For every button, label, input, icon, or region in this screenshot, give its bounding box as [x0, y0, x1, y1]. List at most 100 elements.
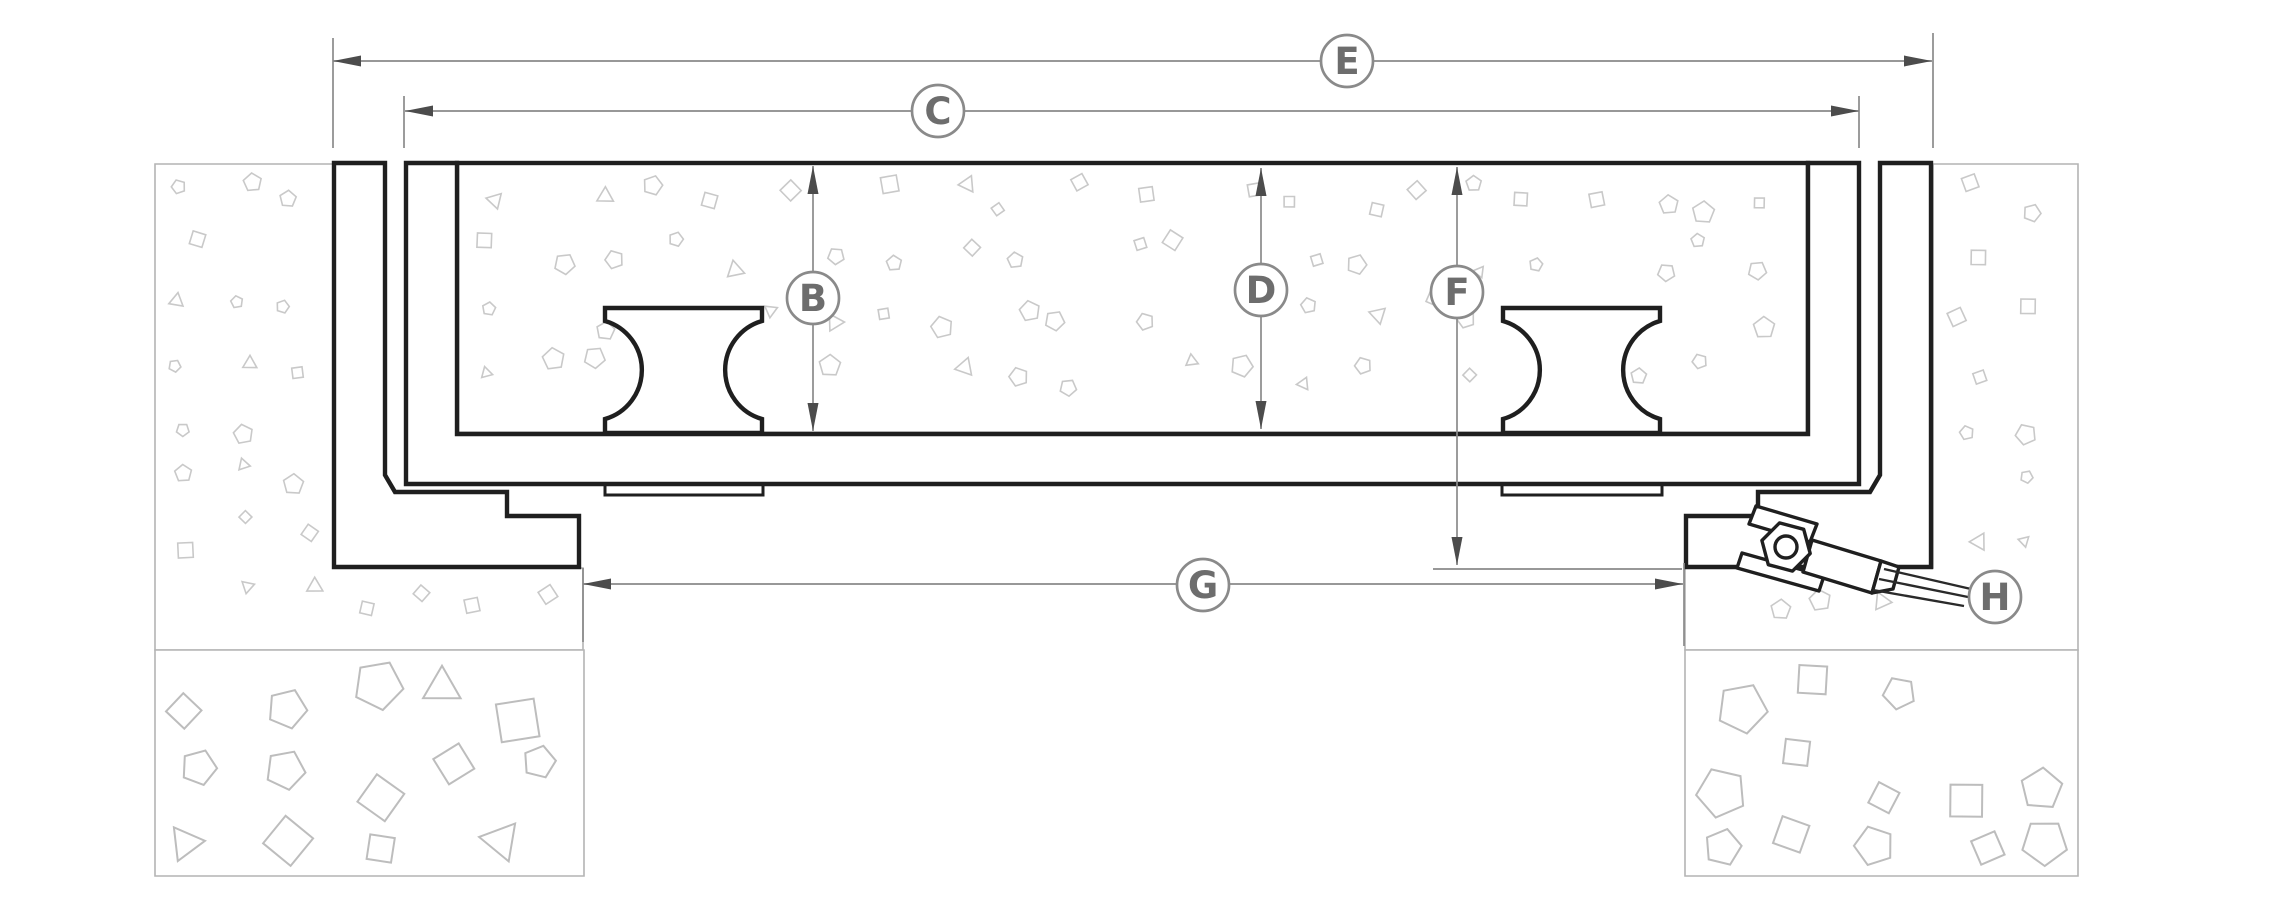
aggregate-particle: [962, 238, 982, 258]
arrowhead-up: [1451, 167, 1463, 195]
aggregate-particle: [242, 172, 263, 192]
dimension-b-circle: [785, 270, 841, 326]
aggregate-particle: [1771, 814, 1811, 854]
aggregate-particle: [1044, 311, 1066, 332]
aggregate-particle: [536, 583, 559, 606]
aggregate-particle: [170, 179, 186, 195]
aggregate-particle: [1367, 307, 1387, 326]
aggregate-particle: [431, 742, 476, 786]
aggregate-particle: [953, 355, 973, 377]
dimension-c: C: [403, 83, 1860, 148]
aggregate-particle: [299, 523, 320, 543]
aggregate-particle: [1018, 299, 1040, 322]
dimension-c-label: C: [924, 90, 951, 133]
aggregate-particle: [956, 174, 974, 194]
aggregate-particle: [1184, 352, 1200, 367]
stipple-subbase-right: [1694, 663, 2069, 868]
aggregate-particle: [1294, 375, 1309, 391]
aggregate-particle: [356, 772, 406, 823]
dimension-e-circle: [1319, 33, 1375, 89]
dimension-f-circle: [1429, 264, 1485, 320]
bolt-shank-tip: [1870, 559, 1901, 595]
dimension-b-label: B: [799, 277, 827, 320]
aggregate-particle: [1781, 737, 1812, 768]
aggregate-particle: [1958, 424, 1974, 441]
aggregate-particle: [290, 365, 305, 380]
aggregate-particle: [2016, 535, 2030, 549]
aggregate-particle: [1970, 249, 1987, 266]
aggregate-particle: [1353, 356, 1371, 375]
dimension-h-label: H: [1980, 576, 2011, 619]
aggregate-particle: [1347, 254, 1368, 276]
aggregate-particle: [1967, 531, 1985, 552]
aggregate-particle: [879, 174, 900, 195]
aggregate-particle: [828, 312, 847, 333]
aggregate-particle: [1747, 261, 1768, 281]
aggregate-particle: [1309, 252, 1324, 268]
aggregate-particle: [2021, 822, 2069, 868]
arrowhead-down: [1255, 401, 1267, 429]
dimension-g-label: G: [1188, 564, 1218, 607]
aggregate-particle: [1946, 306, 1968, 328]
aggregate-particle: [1465, 174, 1483, 191]
aggregate-particle: [358, 600, 376, 617]
aggregate-particle: [355, 661, 405, 712]
aggregate-particle: [1587, 190, 1606, 209]
aggregate-particle: [1770, 598, 1792, 619]
arrowhead-right: [1904, 55, 1932, 67]
aggregate-particle: [1705, 827, 1743, 866]
aggregate-particle: [1658, 193, 1679, 214]
aggregate-particle: [1513, 191, 1529, 207]
aggregate-particle: [2020, 766, 2064, 808]
aggregate-particle: [269, 689, 309, 730]
aggregate-particle: [603, 249, 623, 270]
aggregate-particle: [279, 189, 298, 207]
dimension-g: G: [582, 557, 1685, 646]
aggregate-particle: [1752, 315, 1776, 338]
aggregate-particle: [1796, 663, 1829, 696]
aggregate-particle: [554, 253, 576, 276]
aggregate-particle: [1007, 366, 1028, 387]
aggregate-particle: [763, 305, 779, 320]
aggregate-particle: [726, 258, 747, 278]
aggregate-particle: [1135, 312, 1154, 331]
dimension-b: B: [785, 166, 841, 431]
dimension-d-circle: [1233, 262, 1289, 318]
aggregate-particle: [1406, 179, 1428, 201]
aggregate-particle: [1231, 354, 1255, 378]
aggregate-particle: [188, 229, 207, 249]
dimension-e-label: E: [1334, 40, 1359, 83]
aggregate-particle: [1368, 201, 1385, 218]
aggregate-particle: [700, 191, 719, 210]
dimension-d: D: [1233, 168, 1289, 429]
aggregate-particle: [182, 749, 219, 787]
aggregate-particle: [412, 583, 431, 603]
arrowhead-up: [807, 166, 819, 194]
aggregate-particle: [232, 423, 253, 444]
stipple-subbase-left: [164, 661, 558, 868]
arrowhead-left: [333, 55, 361, 67]
aggregate-particle: [1971, 368, 1988, 386]
aggregate-particle: [826, 248, 845, 266]
aggregate-particle: [1132, 236, 1148, 252]
aggregate-particle: [1006, 251, 1024, 269]
aggregate-particle: [176, 541, 195, 559]
aggregate-particle: [2020, 470, 2034, 485]
leader-line: [1872, 588, 1965, 608]
aggregate-particle: [484, 192, 503, 211]
arrowhead-down: [1451, 537, 1463, 565]
arrowhead-down: [807, 403, 819, 431]
aggregate-particle: [173, 463, 193, 482]
aggregate-particle: [1694, 768, 1745, 819]
aggregate-particle: [240, 580, 257, 596]
bolt-hole: [1773, 534, 1799, 560]
aggregate-particle: [1656, 264, 1676, 283]
dimension-h: H: [1967, 569, 2023, 625]
aggregate-particle: [266, 750, 307, 792]
aggregate-particle: [168, 359, 182, 374]
aggregate-particle: [305, 575, 325, 592]
leader-line: [1878, 577, 1969, 599]
aggregate-particle: [929, 315, 953, 339]
aggregate-particle: [481, 301, 497, 316]
